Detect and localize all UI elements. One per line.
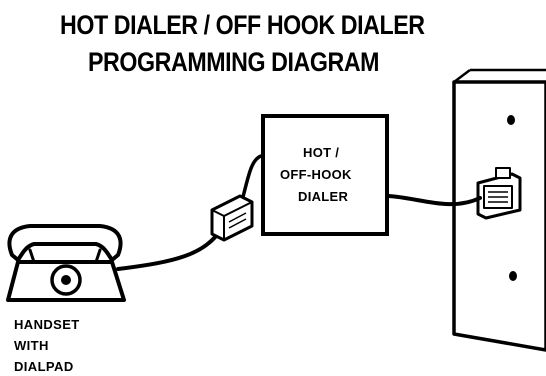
telephone-icon <box>6 224 126 302</box>
rj11-coupler-icon <box>210 194 254 242</box>
dialer-label-line-1: HOT / <box>303 145 340 160</box>
hot-off-hook-dialer-box <box>261 114 389 236</box>
wall-jack-socket-icon <box>476 167 522 220</box>
plate-screw-bottom-icon <box>509 271 517 281</box>
diagram-title-line-1: HOT DIALER / OFF HOOK DIALER <box>60 10 425 40</box>
diagram-title-line-2: PROGRAMMING DIAGRAM <box>88 47 380 77</box>
handset-label-line-2: WITH <box>14 338 49 353</box>
phone-cord <box>116 226 224 271</box>
handset-label-line-3: DIALPAD <box>14 359 74 374</box>
handset-label-line-1: HANDSET <box>14 317 80 332</box>
wall-jack-plate-icon <box>452 68 546 352</box>
dialer-label-line-3: DIALER <box>298 189 349 204</box>
plate-screw-top-icon <box>507 115 515 125</box>
dialer-label-line-2: OFF-HOOK <box>280 167 352 182</box>
